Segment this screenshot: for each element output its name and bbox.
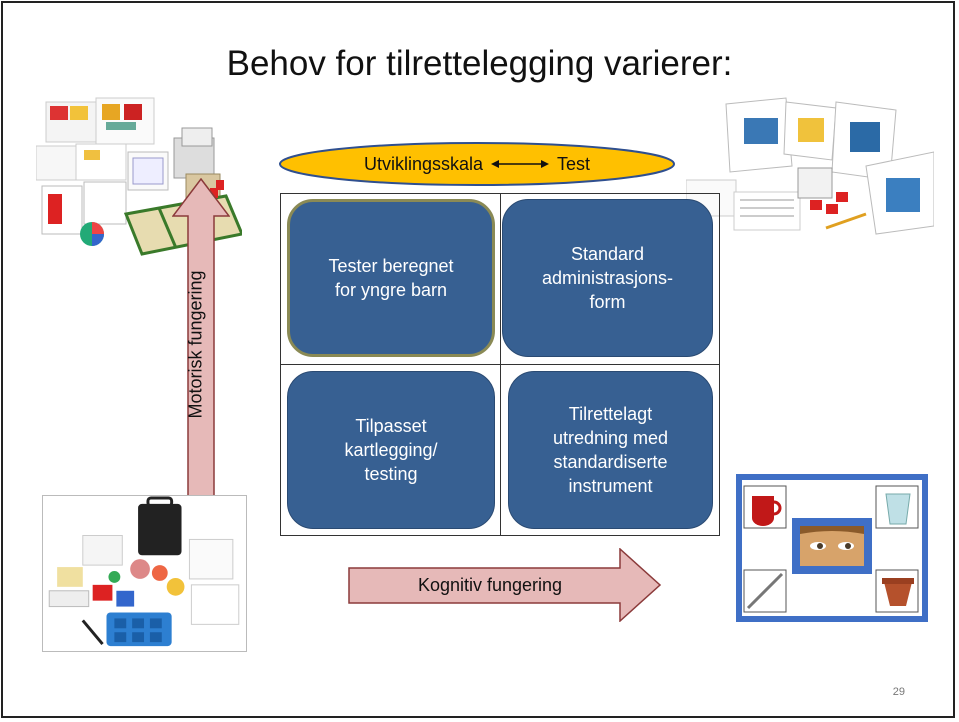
quadrant-grid	[280, 193, 720, 536]
slide-title: Behov for tilrettelegging varierer:	[226, 44, 733, 83]
eye-gaze-board-image	[736, 474, 928, 622]
vertical-axis-label-wrap: Motorisk fungering	[179, 190, 213, 498]
double-arrow-icon	[491, 160, 550, 168]
horizontal-arrow	[348, 548, 662, 622]
development-scale-test-ellipse: Utviklingsskala Test	[278, 141, 676, 187]
vertical-axis-label: Motorisk fungering	[185, 269, 206, 419]
quadrant-bottom-right-text: Tilrettelagt utredning med standardisert…	[552, 404, 669, 496]
quadrant-top-right-text: Standard administrasjons- form	[541, 244, 674, 312]
quadrant-bottom-left-text: Tilpasset kartlegging/ testing	[344, 416, 438, 484]
grid-divider-horizontal	[281, 364, 719, 365]
quadrant-bottom-right: Tilrettelagt utredning med standardisert…	[508, 371, 713, 529]
quadrant-top-left-text: Tester beregnet for yngre barn	[328, 256, 454, 300]
horizontal-axis-label: Kognitiv fungering	[417, 574, 563, 595]
test-kit-image-young-children	[36, 97, 242, 256]
test-kit-image-bayley	[42, 495, 247, 652]
quadrant-bottom-left: Tilpasset kartlegging/ testing	[287, 371, 495, 529]
page-number: 29	[892, 686, 905, 698]
quadrant-top-left: Tester beregnet for yngre barn	[287, 199, 495, 357]
scale-right-label: Test	[557, 153, 591, 174]
scale-left-label: Utviklingsskala	[363, 153, 484, 174]
test-kit-image-wisc	[686, 97, 934, 235]
quadrant-top-right: Standard administrasjons- form	[502, 199, 713, 357]
